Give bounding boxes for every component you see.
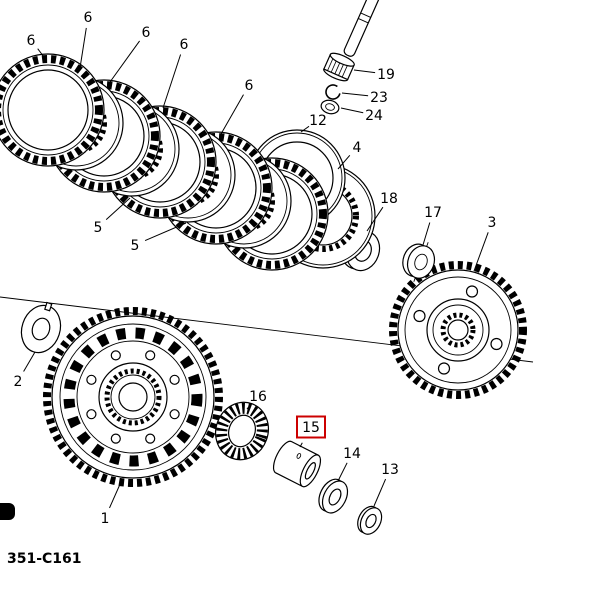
part-label-6-3: 6: [180, 37, 189, 53]
part-label-19-7: 19: [377, 67, 395, 83]
plain-washer: [318, 478, 349, 514]
part-labels: 6 6 6 6 6 5 5 19 23 24 12 4 18 17 3 2 1 16 15 14 13: [14, 10, 497, 527]
catalog-code: 351-C161: [7, 551, 82, 567]
friction-plate: [0, 53, 105, 167]
leader-line-2-15: [23, 351, 36, 372]
leader-line-3-14: [473, 232, 489, 272]
small-spacer-washer: [357, 505, 383, 535]
leader-line-6-3: [162, 54, 182, 109]
leader-line-4-11: [337, 154, 351, 170]
small-washer: [320, 99, 340, 115]
part-label-3-14: 3: [488, 215, 497, 231]
part-label-6-2: 6: [142, 25, 151, 41]
leader-line-5-5: [105, 197, 131, 220]
leader-line-1-16: [109, 481, 122, 509]
clutch-housing-gear: [389, 261, 527, 399]
catalog-icon: [0, 503, 15, 520]
part-label-6-4: 6: [245, 78, 254, 94]
part-label-5-5: 5: [94, 220, 103, 236]
part-label-2-15: 2: [14, 374, 23, 390]
part-label-13-20: 13: [381, 462, 399, 478]
part-label-15-18: 15: [302, 420, 320, 436]
part-label-23-8: 23: [370, 90, 388, 106]
push-rod: [343, 0, 385, 57]
part-label-6-0: 6: [27, 33, 36, 49]
leader-line-6-2: [109, 40, 141, 83]
clutch-boss: [43, 307, 223, 487]
part-label-4-11: 4: [353, 140, 362, 156]
leader-line-16-17: [246, 404, 252, 410]
spacer-collar: [272, 440, 322, 488]
highlight-box: [296, 415, 326, 439]
thrust-washer: [20, 301, 62, 354]
leader-line-23-8: [341, 92, 369, 97]
leader-line-13-20: [373, 478, 387, 507]
leader-line-24-9: [340, 107, 364, 114]
part-label-16-17: 16: [249, 389, 267, 405]
part-label-14-19: 14: [343, 446, 361, 462]
leader-line-15-18: [299, 442, 303, 448]
leader-line-12-10: [300, 125, 310, 133]
leader-line-14-19: [337, 462, 348, 482]
needle-bearing: [215, 401, 269, 461]
lock-washer: [402, 242, 436, 282]
leader-line-19-7: [353, 69, 376, 74]
leader-line-18-12: [366, 206, 384, 232]
part-label-17-13: 17: [424, 205, 442, 221]
part-label-1-16: 1: [101, 511, 110, 527]
leader-line-6-1: [79, 27, 87, 69]
part-label-6-1: 6: [84, 10, 93, 26]
part-label-5-6: 5: [131, 238, 140, 254]
leader-line-6-0: [37, 48, 45, 58]
part-label-18-12: 18: [380, 191, 398, 207]
leader-line-5-6: [144, 222, 187, 242]
circlip: [325, 84, 341, 100]
part-label-12-10: 12: [309, 113, 327, 129]
part-label-24-9: 24: [365, 108, 383, 124]
splined-bearing: [323, 52, 355, 82]
leader-line-17-13: [422, 222, 431, 246]
leader-line-6-4: [220, 94, 244, 135]
